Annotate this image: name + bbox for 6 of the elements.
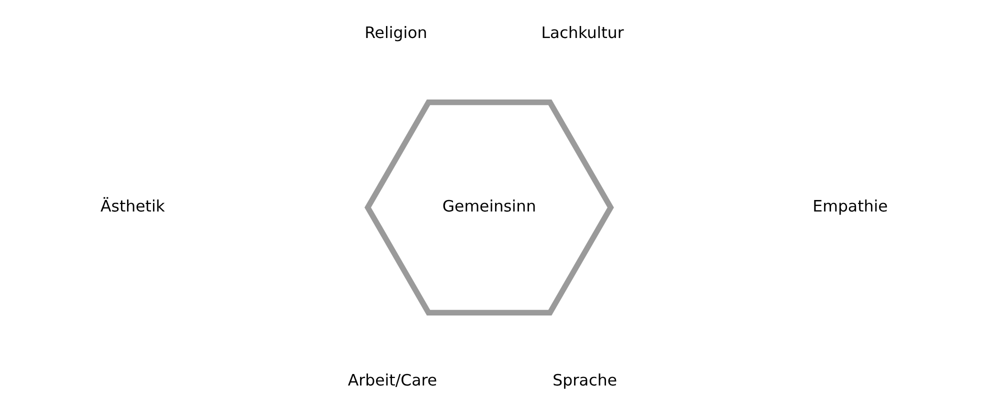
label: Lachkultur — [541, 22, 624, 42]
label: Ästhetik — [100, 196, 165, 216]
label: Empathie — [812, 196, 888, 216]
label: Sprache — [552, 370, 618, 389]
label: Religion — [364, 22, 428, 42]
label: Arbeit/Care — [348, 370, 438, 389]
